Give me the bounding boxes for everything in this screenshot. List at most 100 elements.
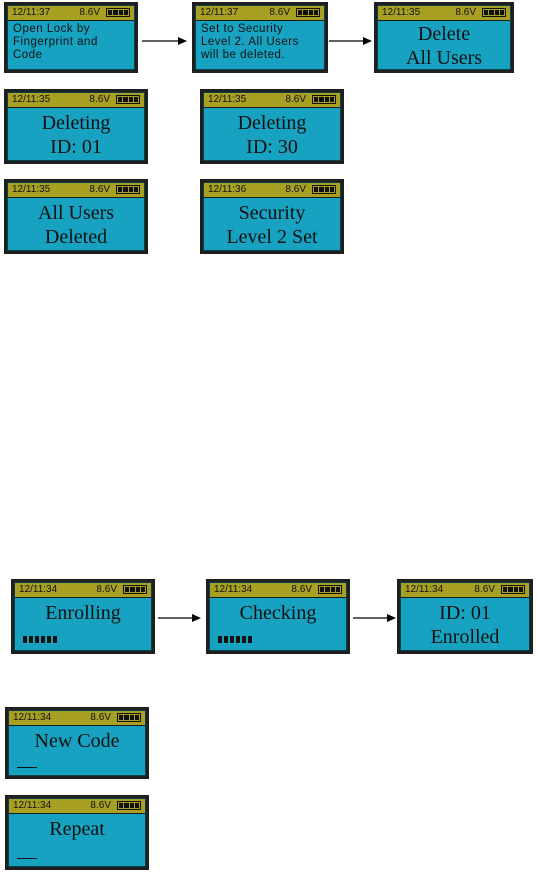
battery-icon	[312, 185, 336, 194]
battery-voltage: 8.6V	[285, 184, 306, 195]
lcd-screen-all-users-deleted: 12/11:35 8.6V All Users Deleted	[4, 179, 148, 254]
battery-voltage: 8.6V	[269, 7, 290, 18]
message-line: Open Lock by	[13, 23, 90, 35]
clock-time: 12/11:35	[208, 94, 247, 105]
battery-voltage: 8.6V	[291, 584, 312, 595]
status-bar: 12/11:35 8.6V	[8, 93, 144, 108]
battery-icon	[318, 585, 342, 594]
progress-bar-icon	[218, 636, 252, 643]
lcd-screen-new-code: 12/11:34 8.6V New Code	[5, 707, 149, 779]
message-line: All Users	[37, 202, 115, 224]
battery-voltage: 8.6V	[79, 7, 100, 18]
clock-time: 12/11:34	[19, 584, 58, 595]
message-line: Enrolled	[430, 626, 500, 648]
battery-icon	[312, 95, 336, 104]
screen-message: Delete All Users	[378, 22, 510, 69]
message-line: will be deleted.	[201, 49, 286, 61]
screen-message: All Users Deleted	[8, 201, 144, 249]
status-bar: 12/11:34 8.6V	[210, 583, 346, 598]
status-bar: 12/11:34 8.6V	[9, 711, 145, 726]
message-line: ID: 01	[50, 136, 102, 158]
message-line: Delete	[417, 23, 471, 45]
clock-time: 12/11:35	[382, 7, 421, 18]
message-line: Checking	[239, 602, 317, 624]
screen-message: Checking	[210, 601, 346, 625]
progress-bar-icon	[23, 636, 57, 643]
screen-message: Deleting ID: 30	[204, 111, 340, 159]
message-line: Fingerprint and	[13, 36, 98, 48]
clock-time: 12/11:34	[405, 584, 444, 595]
battery-voltage: 8.6V	[285, 94, 306, 105]
battery-voltage: 8.6V	[455, 7, 476, 18]
lcd-screen-delete-all-users: 12/11:35 8.6V Delete All Users	[374, 2, 514, 73]
screen-message: Set to Security Level 2. All Users will …	[201, 23, 320, 62]
screen-message: Open Lock by Fingerprint and Code	[13, 23, 130, 62]
message-line: Repeat	[49, 818, 105, 840]
status-bar: 12/11:34 8.6V	[9, 799, 145, 814]
battery-icon	[123, 585, 147, 594]
battery-voltage: 8.6V	[474, 584, 495, 595]
input-cursor-icon	[17, 858, 37, 859]
screen-message: Enrolling	[15, 601, 151, 625]
screen-message: Security Level 2 Set	[204, 201, 340, 249]
message-line: Security	[238, 202, 306, 224]
lcd-screen-deleting-30: 12/11:35 8.6V Deleting ID: 30	[200, 89, 344, 164]
message-line: Enrolling	[45, 602, 121, 624]
arrow-right-icon	[353, 614, 396, 622]
clock-time: 12/11:34	[13, 800, 52, 811]
battery-icon	[116, 95, 140, 104]
battery-voltage: 8.6V	[90, 712, 111, 723]
status-bar: 12/11:36 8.6V	[204, 183, 340, 198]
lcd-screen-open-lock: 12/11:37 8.6V Open Lock by Fingerprint a…	[4, 2, 138, 73]
arrow-right-icon	[158, 614, 201, 622]
lcd-screen-repeat: 12/11:34 8.6V Repeat	[5, 795, 149, 870]
battery-voltage: 8.6V	[89, 184, 110, 195]
status-bar: 12/11:37 8.6V	[196, 6, 324, 21]
battery-voltage: 8.6V	[90, 800, 111, 811]
message-line: ID: 30	[246, 136, 298, 158]
battery-voltage: 8.6V	[89, 94, 110, 105]
screen-message: New Code	[9, 729, 145, 753]
clock-time: 12/11:35	[12, 184, 51, 195]
message-line: Deleting	[41, 112, 111, 134]
message-line: ID: 01	[439, 602, 491, 624]
clock-time: 12/11:36	[208, 184, 247, 195]
clock-time: 12/11:37	[200, 7, 239, 18]
clock-time: 12/11:37	[12, 7, 51, 18]
screen-message: Deleting ID: 01	[8, 111, 144, 159]
status-bar: 12/11:37 8.6V	[8, 6, 134, 21]
status-bar: 12/11:35 8.6V	[204, 93, 340, 108]
message-line: Level 2. All Users	[201, 36, 299, 48]
battery-icon	[117, 713, 141, 722]
battery-icon	[501, 585, 525, 594]
message-line: Set to Security	[201, 23, 284, 35]
battery-icon	[117, 801, 141, 810]
screen-message: Repeat	[9, 817, 145, 841]
lcd-screen-deleting-01: 12/11:35 8.6V Deleting ID: 01	[4, 89, 148, 164]
lcd-screen-set-security: 12/11:37 8.6V Set to Security Level 2. A…	[192, 2, 328, 73]
lcd-screen-id-enrolled: 12/11:34 8.6V ID: 01 Enrolled	[397, 579, 533, 654]
battery-icon	[296, 8, 320, 17]
clock-time: 12/11:34	[214, 584, 253, 595]
message-line: Deleted	[44, 226, 108, 248]
lcd-screen-security-level-set: 12/11:36 8.6V Security Level 2 Set	[200, 179, 344, 254]
status-bar: 12/11:34 8.6V	[401, 583, 529, 598]
message-line: Deleting	[237, 112, 307, 134]
status-bar: 12/11:34 8.6V	[15, 583, 151, 598]
status-bar: 12/11:35 8.6V	[8, 183, 144, 198]
battery-voltage: 8.6V	[96, 584, 117, 595]
arrow-right-icon	[142, 37, 187, 45]
clock-time: 12/11:35	[12, 94, 51, 105]
battery-icon	[482, 8, 506, 17]
arrow-right-icon	[329, 37, 372, 45]
lcd-screen-checking: 12/11:34 8.6V Checking	[206, 579, 350, 654]
message-line: Code	[13, 49, 43, 61]
clock-time: 12/11:34	[13, 712, 52, 723]
battery-icon	[106, 8, 130, 17]
input-cursor-icon	[17, 767, 37, 768]
message-line: Level 2 Set	[226, 226, 318, 248]
message-line: New Code	[34, 730, 120, 752]
status-bar: 12/11:35 8.6V	[378, 6, 510, 21]
screen-message: ID: 01 Enrolled	[401, 601, 529, 649]
lcd-screen-enrolling: 12/11:34 8.6V Enrolling	[11, 579, 155, 654]
